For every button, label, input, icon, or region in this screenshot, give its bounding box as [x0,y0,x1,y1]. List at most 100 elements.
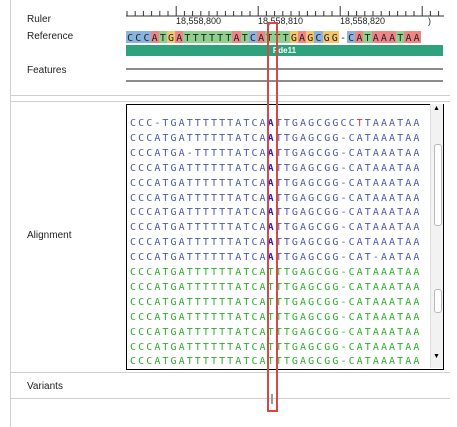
reference-base: A [404,31,413,43]
alignment-base: T [186,177,193,189]
alignment-base: T [210,177,217,189]
alignment-base: T [397,192,404,204]
alignment-base: A [389,281,396,293]
alignment-base: A [356,267,363,278]
alignment-base: A [380,192,387,204]
alignment-scrollbar[interactable]: ▲ ▼ [430,104,443,368]
alignment-base: A [300,341,307,353]
alignment-base: T [364,311,371,323]
alignment-base: A [259,296,266,308]
alignment-base: T [162,132,169,144]
alignment-base: T [283,356,290,368]
alignment-base: A [389,207,396,219]
alignment-base: A [380,222,387,234]
alignment-base: A [300,162,307,174]
alignment-base: C [316,237,323,249]
alignment-base: A [405,341,412,353]
alignment-base: T [194,222,201,234]
alignment-base: C [348,356,355,368]
alignment-base: T [364,237,371,249]
alignment-base: T [162,326,169,338]
alignment-base: C [348,192,355,204]
alignment-base: T [210,326,217,338]
alignment-base: T [202,162,209,174]
alignment-base: T [283,341,290,353]
alignment-base: A [178,341,185,353]
alignment-base: G [291,311,298,323]
alignment-base: C [251,132,258,144]
reference-base: C [126,31,135,43]
alignment-base: T [364,177,371,189]
features-label: Features [27,65,67,76]
alignment-base: T [227,207,234,219]
alignment-base: A [405,118,412,129]
alignment-base: C [251,252,258,264]
alignment-base: T [243,147,250,159]
alignment-base: T [194,147,201,159]
alignment-base: T [227,296,234,308]
alignment-base: C [340,118,347,129]
reference-base: C [248,31,257,43]
alignment-label: Alignment [27,230,72,241]
alignment-base: A [372,296,379,308]
alignment-base: C [348,341,355,353]
alignment-base: T [186,281,193,293]
alignment-base: T [219,281,226,293]
alignment-base: T [202,267,209,278]
alignment-base: G [170,341,177,353]
reference-base: T [363,31,372,43]
alignment-base: A [300,222,307,234]
alignment-base: T [283,192,290,204]
alignment-base: T [186,311,193,323]
alignment-base: A [178,222,185,234]
alignment-base: G [308,341,315,353]
alignment-base: A [259,237,266,249]
alignment-base: G [308,267,315,278]
alignment-base: A [389,132,396,144]
alignment-base: A [389,237,396,249]
reference-base: A [257,31,266,43]
alignment-base: T [275,267,282,278]
alignment-base: A [259,267,266,278]
alignment-base: T [364,192,371,204]
variant-marker[interactable] [271,394,273,404]
alignment-base: - [154,118,161,129]
alignment-base: T [219,267,226,278]
alignment-base: T [283,177,290,189]
alignment-base: G [170,326,177,338]
alignment-base: C [130,177,137,189]
alignment-base: C [138,296,145,308]
scroll-up-arrow-icon[interactable]: ▲ [433,105,440,112]
alignment-base: C [130,222,137,234]
alignment-base: T [267,267,274,278]
alignment-base: T [202,341,209,353]
alignment-base: T [227,237,234,249]
alignment-base: T [162,237,169,249]
alignment-base: T [202,222,209,234]
alignment-base: T [283,162,290,174]
scroll-thumb-bottom[interactable] [434,289,442,313]
alignment-base: A [372,281,379,293]
scroll-thumb-top[interactable] [434,144,442,226]
scroll-down-arrow-icon[interactable]: ▼ [433,353,440,360]
gene-feature-pde11[interactable]: Pde11 [126,45,443,56]
